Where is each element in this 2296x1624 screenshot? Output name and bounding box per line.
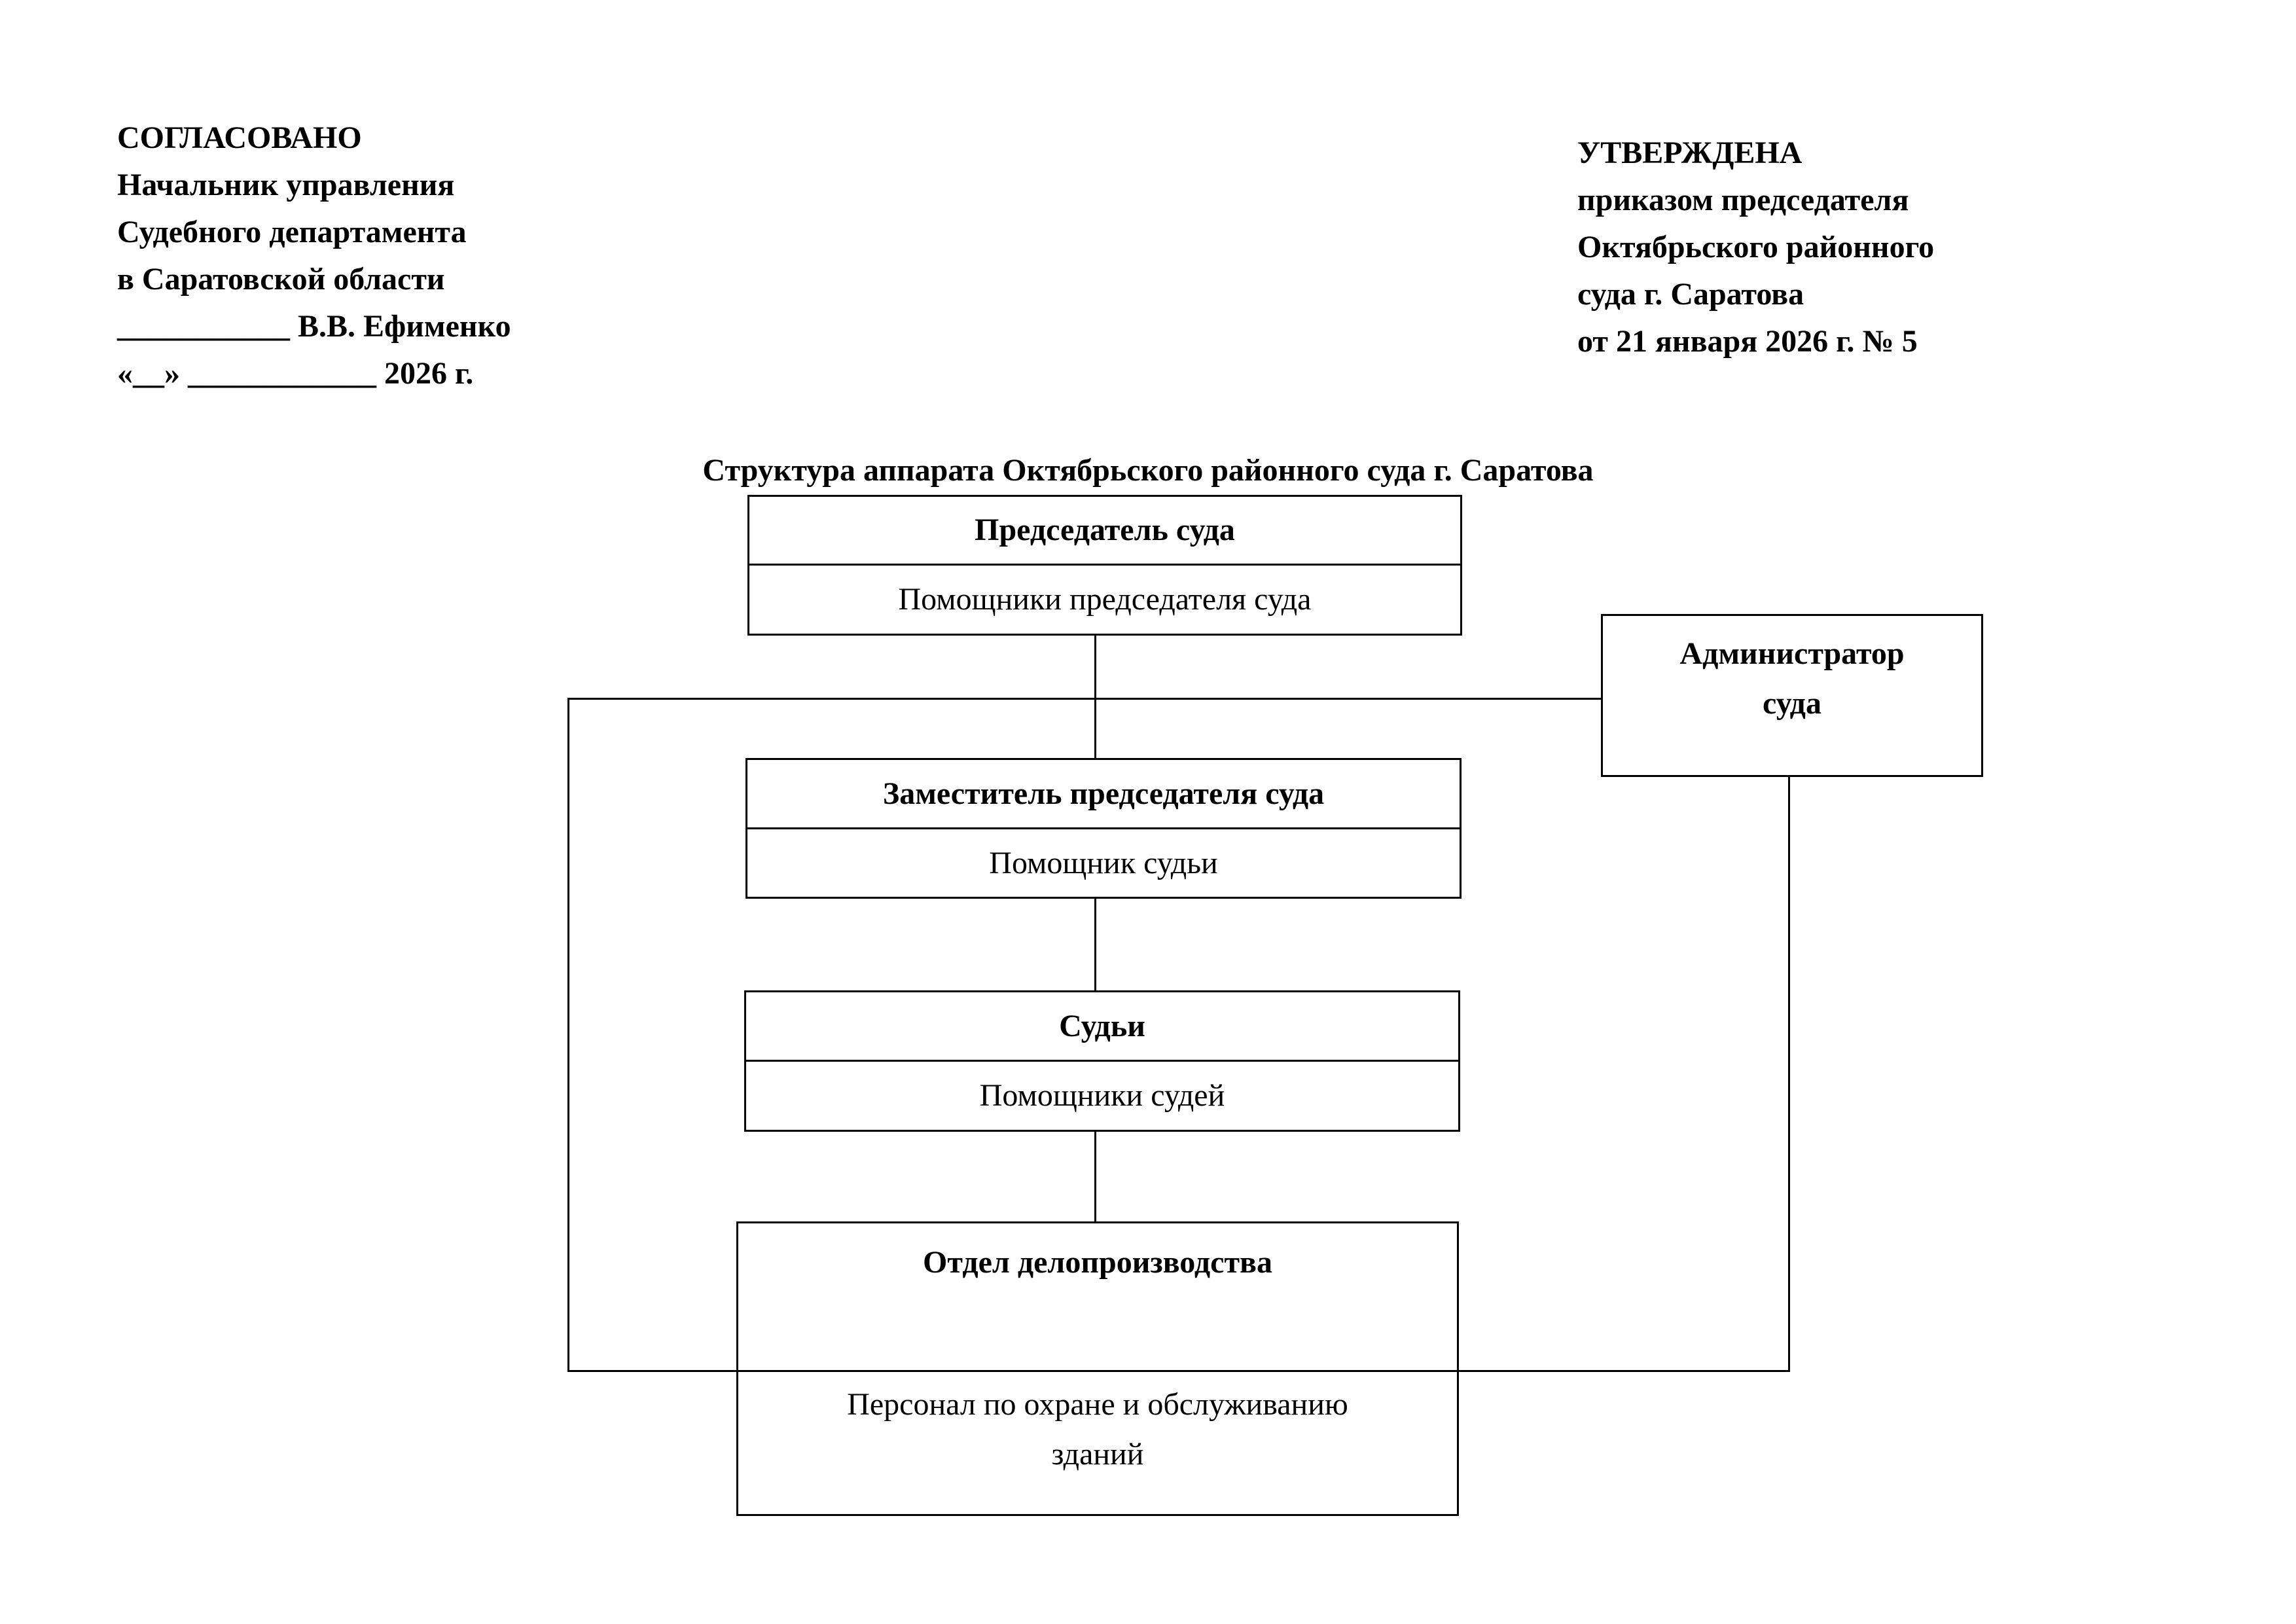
judge-assistant-box: Помощник судьи (745, 827, 1462, 899)
approved-line: УТВЕРЖДЕНА (1577, 135, 1803, 170)
connector-judges-to-records (1094, 1130, 1096, 1223)
connector-administrator-vertical (1788, 775, 1790, 1372)
chairman-box: Председатель суда (747, 495, 1462, 566)
approval-block-agreed: СОГЛАСОВАНО Начальник управления Судебно… (117, 115, 511, 397)
agreed-line: СОГЛАСОВАНО (117, 120, 362, 155)
agreed-line: Начальник управления (117, 168, 455, 202)
records-department-box: Отдел делопроизводства (736, 1221, 1459, 1372)
agreed-signature-line: ___________ В.В. Ефименко (117, 309, 511, 344)
page-title: Структура аппарата Октябрьского районног… (702, 453, 1594, 488)
connector-chairman-to-deputy (1094, 634, 1096, 758)
judges-assistants-label: Помощники судей (979, 1078, 1225, 1113)
approved-line: суда г. Саратова (1577, 277, 1804, 312)
administrator-box: Администратор суда (1601, 614, 1983, 777)
administrator-label: Администратор суда (1679, 636, 1905, 721)
chairman-label: Председатель суда (975, 513, 1235, 547)
approved-line: Октябрьского районного (1577, 230, 1935, 264)
judge-assistant-label: Помощник судьи (989, 845, 1218, 880)
maintenance-staff-box: Персонал по охране и обслуживанию зданий (736, 1370, 1459, 1516)
chairman-assistants-label: Помощники председателя суда (898, 582, 1312, 617)
maintenance-staff-label: Персонал по охране и обслуживанию зданий (847, 1387, 1348, 1471)
connector-horizontal-top (567, 698, 1602, 700)
judges-label: Судьи (1059, 1008, 1145, 1043)
judges-assistants-box: Помощники судей (744, 1060, 1460, 1132)
chairman-assistants-box: Помощники председателя суда (747, 564, 1462, 636)
approved-line: приказом председателя (1577, 183, 1909, 217)
connector-left-vertical (567, 698, 569, 1372)
agreed-line: Судебного департамента (117, 215, 467, 249)
records-department-label: Отдел делопроизводства (923, 1245, 1272, 1280)
approved-order-line: от 21 января 2026 г. № 5 (1577, 324, 1918, 359)
deputy-chairman-label: Заместитель председателя суда (882, 776, 1325, 811)
deputy-chairman-box: Заместитель председателя суда (745, 758, 1462, 829)
approval-block-approved: УТВЕРЖДЕНА приказом председателя Октябрь… (1577, 130, 1934, 365)
agreed-date-line: «__» ____________ 2026 г. (117, 356, 474, 391)
agreed-line: в Саратовской области (117, 262, 445, 297)
connector-deputy-to-judges (1094, 897, 1096, 990)
judges-box: Судьи (744, 990, 1460, 1062)
